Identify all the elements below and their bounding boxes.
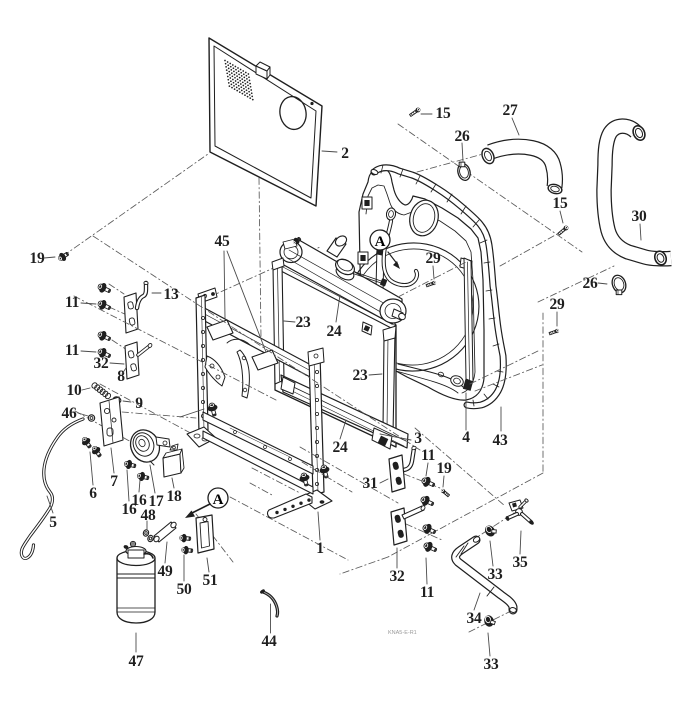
svg-text:26: 26 xyxy=(583,275,598,292)
svg-text:16: 16 xyxy=(122,501,137,518)
svg-text:49: 49 xyxy=(158,563,173,580)
svg-text:5: 5 xyxy=(49,514,57,531)
svg-text:10: 10 xyxy=(67,382,82,399)
svg-text:KNA5-E-R1: KNA5-E-R1 xyxy=(388,630,417,636)
svg-text:33: 33 xyxy=(488,566,503,583)
svg-text:8: 8 xyxy=(117,368,125,385)
svg-text:9: 9 xyxy=(135,395,143,412)
svg-text:11: 11 xyxy=(65,342,79,359)
svg-text:A: A xyxy=(213,492,224,508)
svg-text:3: 3 xyxy=(414,430,422,447)
svg-text:17: 17 xyxy=(149,493,164,510)
svg-text:43: 43 xyxy=(493,432,508,449)
svg-text:1: 1 xyxy=(316,540,323,557)
svg-text:33: 33 xyxy=(484,656,499,673)
svg-text:48: 48 xyxy=(141,507,156,524)
svg-text:15: 15 xyxy=(436,105,451,122)
svg-text:23: 23 xyxy=(296,314,311,331)
svg-text:15: 15 xyxy=(553,195,568,212)
svg-text:44: 44 xyxy=(262,633,277,650)
svg-text:A: A xyxy=(375,234,386,250)
svg-text:18: 18 xyxy=(167,488,182,505)
svg-text:2: 2 xyxy=(341,145,349,162)
svg-text:34: 34 xyxy=(467,610,482,627)
svg-text:11: 11 xyxy=(65,294,79,311)
svg-text:4: 4 xyxy=(462,429,470,446)
svg-text:51: 51 xyxy=(203,572,218,589)
svg-text:50: 50 xyxy=(177,581,192,598)
svg-text:11: 11 xyxy=(420,584,434,601)
svg-text:46: 46 xyxy=(62,405,77,422)
svg-text:30: 30 xyxy=(632,208,647,225)
svg-text:27: 27 xyxy=(503,102,518,119)
svg-text:23: 23 xyxy=(353,367,368,384)
svg-text:7: 7 xyxy=(110,473,118,490)
svg-text:29: 29 xyxy=(550,296,565,313)
svg-text:32: 32 xyxy=(94,355,109,372)
svg-text:26: 26 xyxy=(455,128,470,145)
svg-text:19: 19 xyxy=(30,250,45,267)
svg-text:19: 19 xyxy=(437,460,452,477)
svg-text:11: 11 xyxy=(421,447,435,464)
svg-text:35: 35 xyxy=(513,554,528,571)
svg-text:45: 45 xyxy=(215,233,230,250)
svg-text:32: 32 xyxy=(390,568,405,585)
svg-text:13: 13 xyxy=(164,286,179,303)
svg-text:24: 24 xyxy=(327,323,342,340)
svg-text:31: 31 xyxy=(363,475,378,492)
svg-text:24: 24 xyxy=(333,439,348,456)
svg-text:6: 6 xyxy=(89,485,97,502)
svg-text:29: 29 xyxy=(426,250,441,267)
svg-text:47: 47 xyxy=(129,653,144,670)
svg-text:16: 16 xyxy=(132,492,147,509)
